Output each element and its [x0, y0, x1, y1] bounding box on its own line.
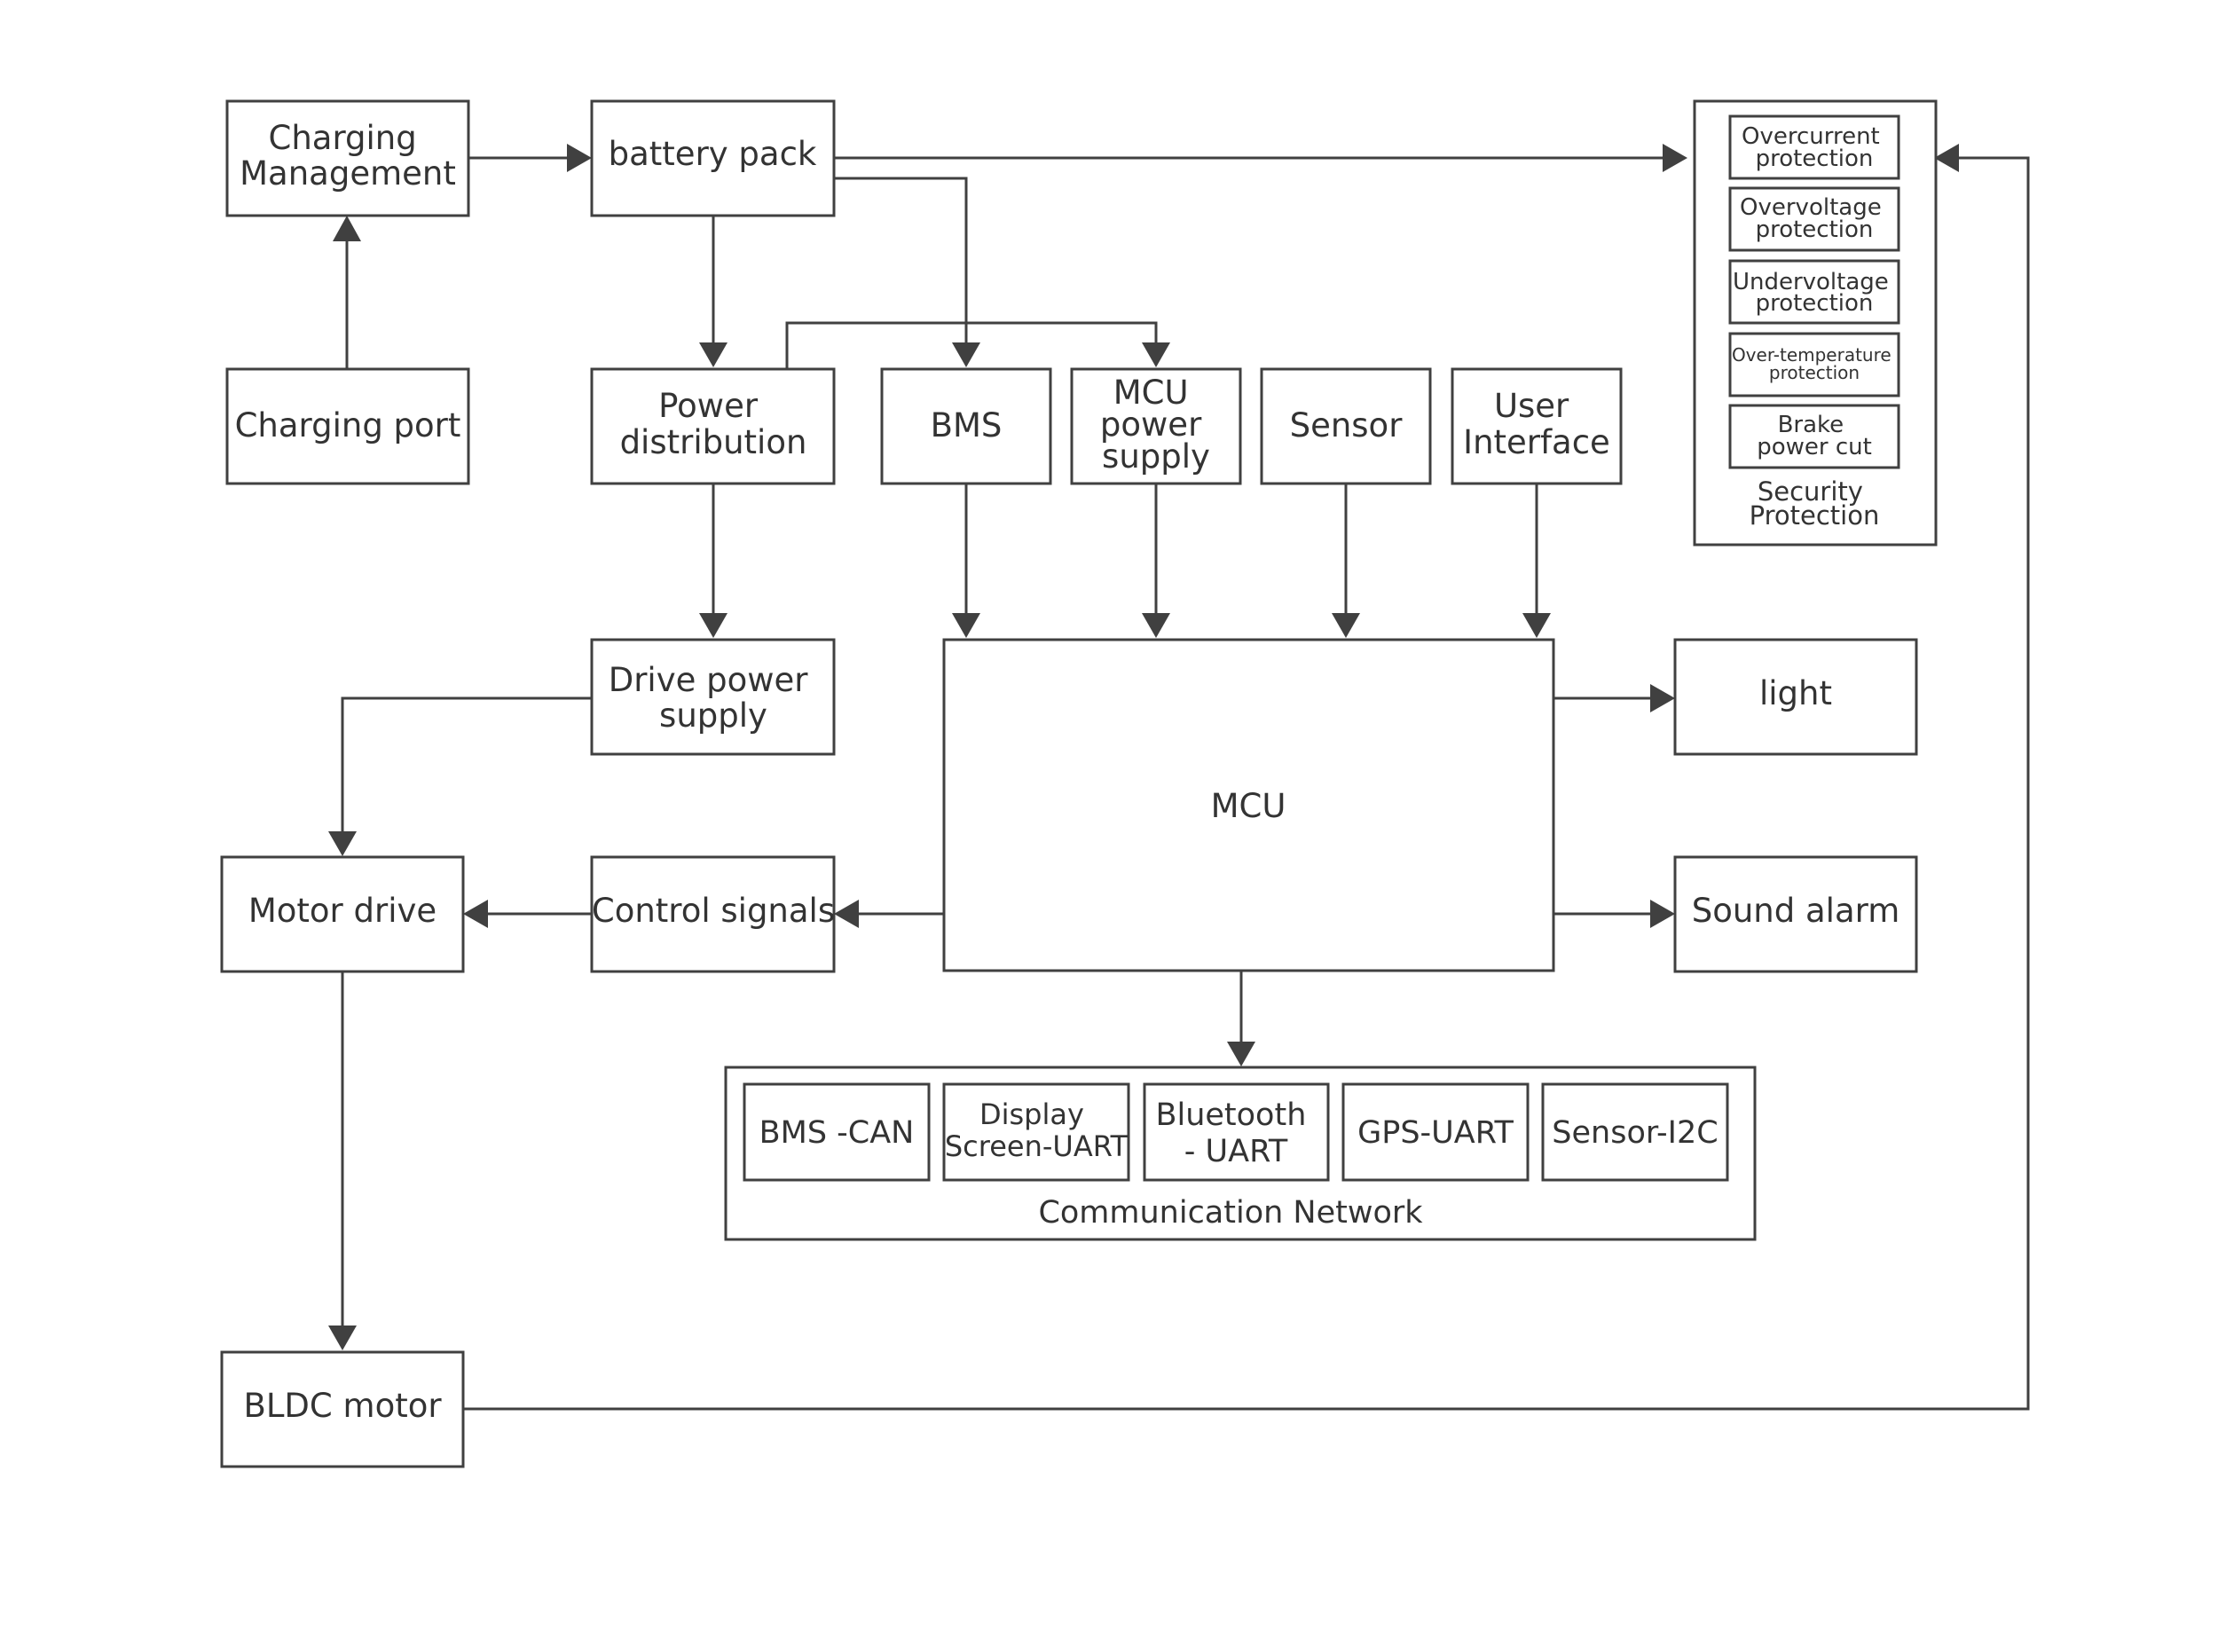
- arrowhead-left-icon: [1934, 144, 1959, 172]
- arrowhead-right-icon: [567, 144, 592, 172]
- edge-power-dist-to-mcu-power: [785, 321, 1158, 369]
- label-charging-management: Charging Management: [240, 119, 456, 193]
- arrowhead-down-icon: [1522, 613, 1551, 638]
- node-motor-drive: Motor drive: [220, 855, 465, 973]
- label-battery-pack: battery pack: [609, 135, 817, 173]
- arrowhead-right-icon: [1650, 684, 1675, 712]
- comm-item-bms-can: BMS -CAN: [759, 1115, 915, 1151]
- node-bms: BMS: [880, 367, 1052, 485]
- arrowhead-right-icon: [1650, 900, 1675, 928]
- arrowhead-down-icon: [328, 1326, 357, 1350]
- arrowhead-down-icon: [699, 613, 728, 638]
- arrowhead-down-icon: [1142, 342, 1170, 367]
- security-item-brake-power-cut: Brake power cut: [1757, 412, 1872, 460]
- arrowhead-down-icon: [1142, 613, 1170, 638]
- label-motor-drive: Motor drive: [248, 892, 437, 930]
- comm-item-gps-uart: GPS-UART: [1357, 1115, 1514, 1151]
- node-light: light: [1673, 638, 1918, 756]
- node-control-signals: Control signals: [590, 855, 836, 973]
- node-battery-pack: battery pack: [590, 99, 836, 217]
- node-charging-port: Charging port: [225, 367, 470, 485]
- arrowhead-down-icon: [952, 613, 980, 638]
- label-light: light: [1759, 674, 1832, 712]
- arrowhead-down-icon: [952, 342, 980, 367]
- arrowhead-down-icon: [1227, 1042, 1255, 1066]
- node-sensor: Sensor: [1260, 367, 1432, 485]
- label-bldc-motor: BLDC motor: [243, 1387, 442, 1425]
- node-bldc-motor: BLDC motor: [220, 1350, 465, 1468]
- node-sound-alarm: Sound alarm: [1673, 855, 1918, 973]
- node-mcu: MCU: [942, 638, 1555, 972]
- connectors: [328, 144, 2030, 1411]
- security-item-overcurrent: Overcurrent protection: [1742, 123, 1887, 172]
- security-item-undervoltage: Undervoltage protection: [1733, 269, 1896, 317]
- security-protection-title: Security Protection: [1750, 476, 1880, 531]
- edge-bldc-to-security: [463, 156, 2030, 1411]
- arrowhead-left-icon: [834, 900, 859, 928]
- label-sound-alarm: Sound alarm: [1692, 892, 1900, 930]
- node-charging-management: Charging Management: [225, 99, 470, 217]
- arrowhead-down-icon: [1332, 613, 1360, 638]
- arrowhead-left-icon: [463, 900, 488, 928]
- node-power-distribution: Power distribution: [590, 367, 836, 485]
- arrowhead-down-icon: [699, 342, 728, 367]
- label-mcu: MCU: [1211, 787, 1286, 825]
- comm-item-bluetooth-uart: Bluetooth - UART: [1155, 1097, 1316, 1169]
- label-drive-power-supply: Drive power supply: [609, 661, 819, 735]
- arrowhead-down-icon: [328, 831, 357, 856]
- comm-item-sensor-i2c: Sensor-I2C: [1552, 1115, 1718, 1151]
- edge-drive-power-to-motor-drive: [341, 696, 592, 831]
- arrowhead-up-icon: [333, 216, 361, 241]
- arrowhead-right-icon: [1663, 144, 1687, 172]
- edge-battery-to-bms: [834, 177, 968, 342]
- communication-network-group: BMS -CAN Display Screen-UART Bluetooth -…: [724, 1066, 1757, 1241]
- security-item-over-temperature: Over-temperature protection: [1732, 344, 1897, 383]
- node-mcu-power-supply: MCU power supply: [1070, 367, 1242, 485]
- communication-network-title: Communication Network: [1038, 1195, 1423, 1231]
- node-user-interface: User Interface: [1451, 367, 1623, 485]
- comm-item-display-screen-uart: Display Screen-UART: [945, 1097, 1129, 1163]
- label-charging-port: Charging port: [235, 406, 461, 444]
- security-item-overvoltage: Overvoltage protection: [1740, 194, 1889, 243]
- security-protection-group: Overcurrent protection Overvoltage prote…: [1693, 99, 1938, 547]
- label-sensor: Sensor: [1290, 406, 1404, 444]
- label-control-signals: Control signals: [592, 892, 835, 930]
- node-drive-power-supply: Drive power supply: [590, 638, 836, 756]
- label-mcu-power-supply: MCU power supply: [1100, 374, 1212, 476]
- label-power-distribution: Power distribution: [620, 387, 807, 461]
- label-bms: BMS: [931, 406, 1003, 444]
- label-user-interface: User Interface: [1463, 387, 1610, 461]
